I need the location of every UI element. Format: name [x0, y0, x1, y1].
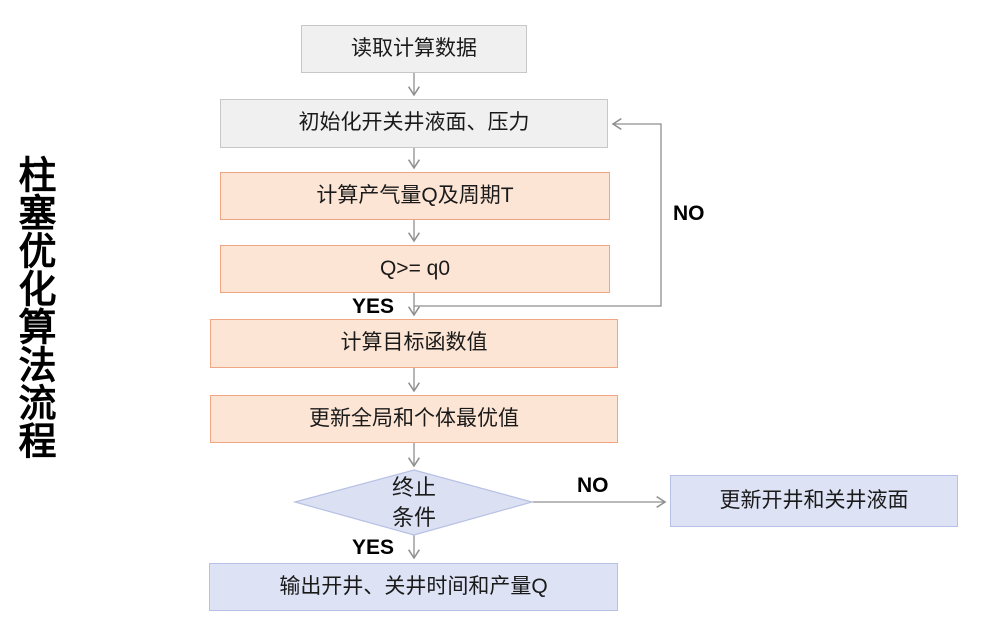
node-output-result-label: 输出开井、关井时间和产量Q [279, 574, 548, 598]
edge-label-q-yes: YES [352, 295, 395, 318]
node-terminate-condition: 终止 条件 [354, 472, 474, 534]
node-initialize-label: 初始化开关井液面、压力 [298, 111, 530, 135]
node-objective-value: 计算目标函数值 [210, 319, 618, 368]
node-read-data: 读取计算数据 [301, 25, 527, 73]
node-update-best: 更新全局和个体最优值 [210, 395, 618, 443]
edge-label-terminate-yes: YES [352, 536, 395, 559]
node-q-threshold-check-label: Q>= q0 [379, 256, 451, 280]
page-title: 柱塞优化算法流程 [12, 155, 54, 459]
node-update-liquid-levels-label: 更新开井和关井液面 [719, 488, 909, 512]
node-compute-gas-rate-label: 计算产气量Q及周期T [316, 183, 514, 207]
edge-label-terminate-no: NO [577, 474, 609, 497]
node-objective-value-label: 计算目标函数值 [340, 331, 488, 355]
node-read-data-label: 读取计算数据 [351, 36, 477, 60]
node-compute-gas-rate: 计算产气量Q及周期T [220, 172, 610, 220]
node-output-result: 输出开井、关井时间和产量Q [209, 563, 618, 611]
terminate-condition-line2: 条件 [391, 505, 436, 530]
node-q-threshold-check: Q>= q0 [220, 245, 610, 293]
node-update-best-label: 更新全局和个体最优值 [309, 406, 519, 430]
edge-label-q-no: NO [673, 202, 705, 225]
terminate-condition-line1: 终止 [391, 475, 436, 501]
node-update-liquid-levels: 更新开井和关井液面 [670, 475, 958, 527]
node-initialize: 初始化开关井液面、压力 [220, 99, 608, 148]
